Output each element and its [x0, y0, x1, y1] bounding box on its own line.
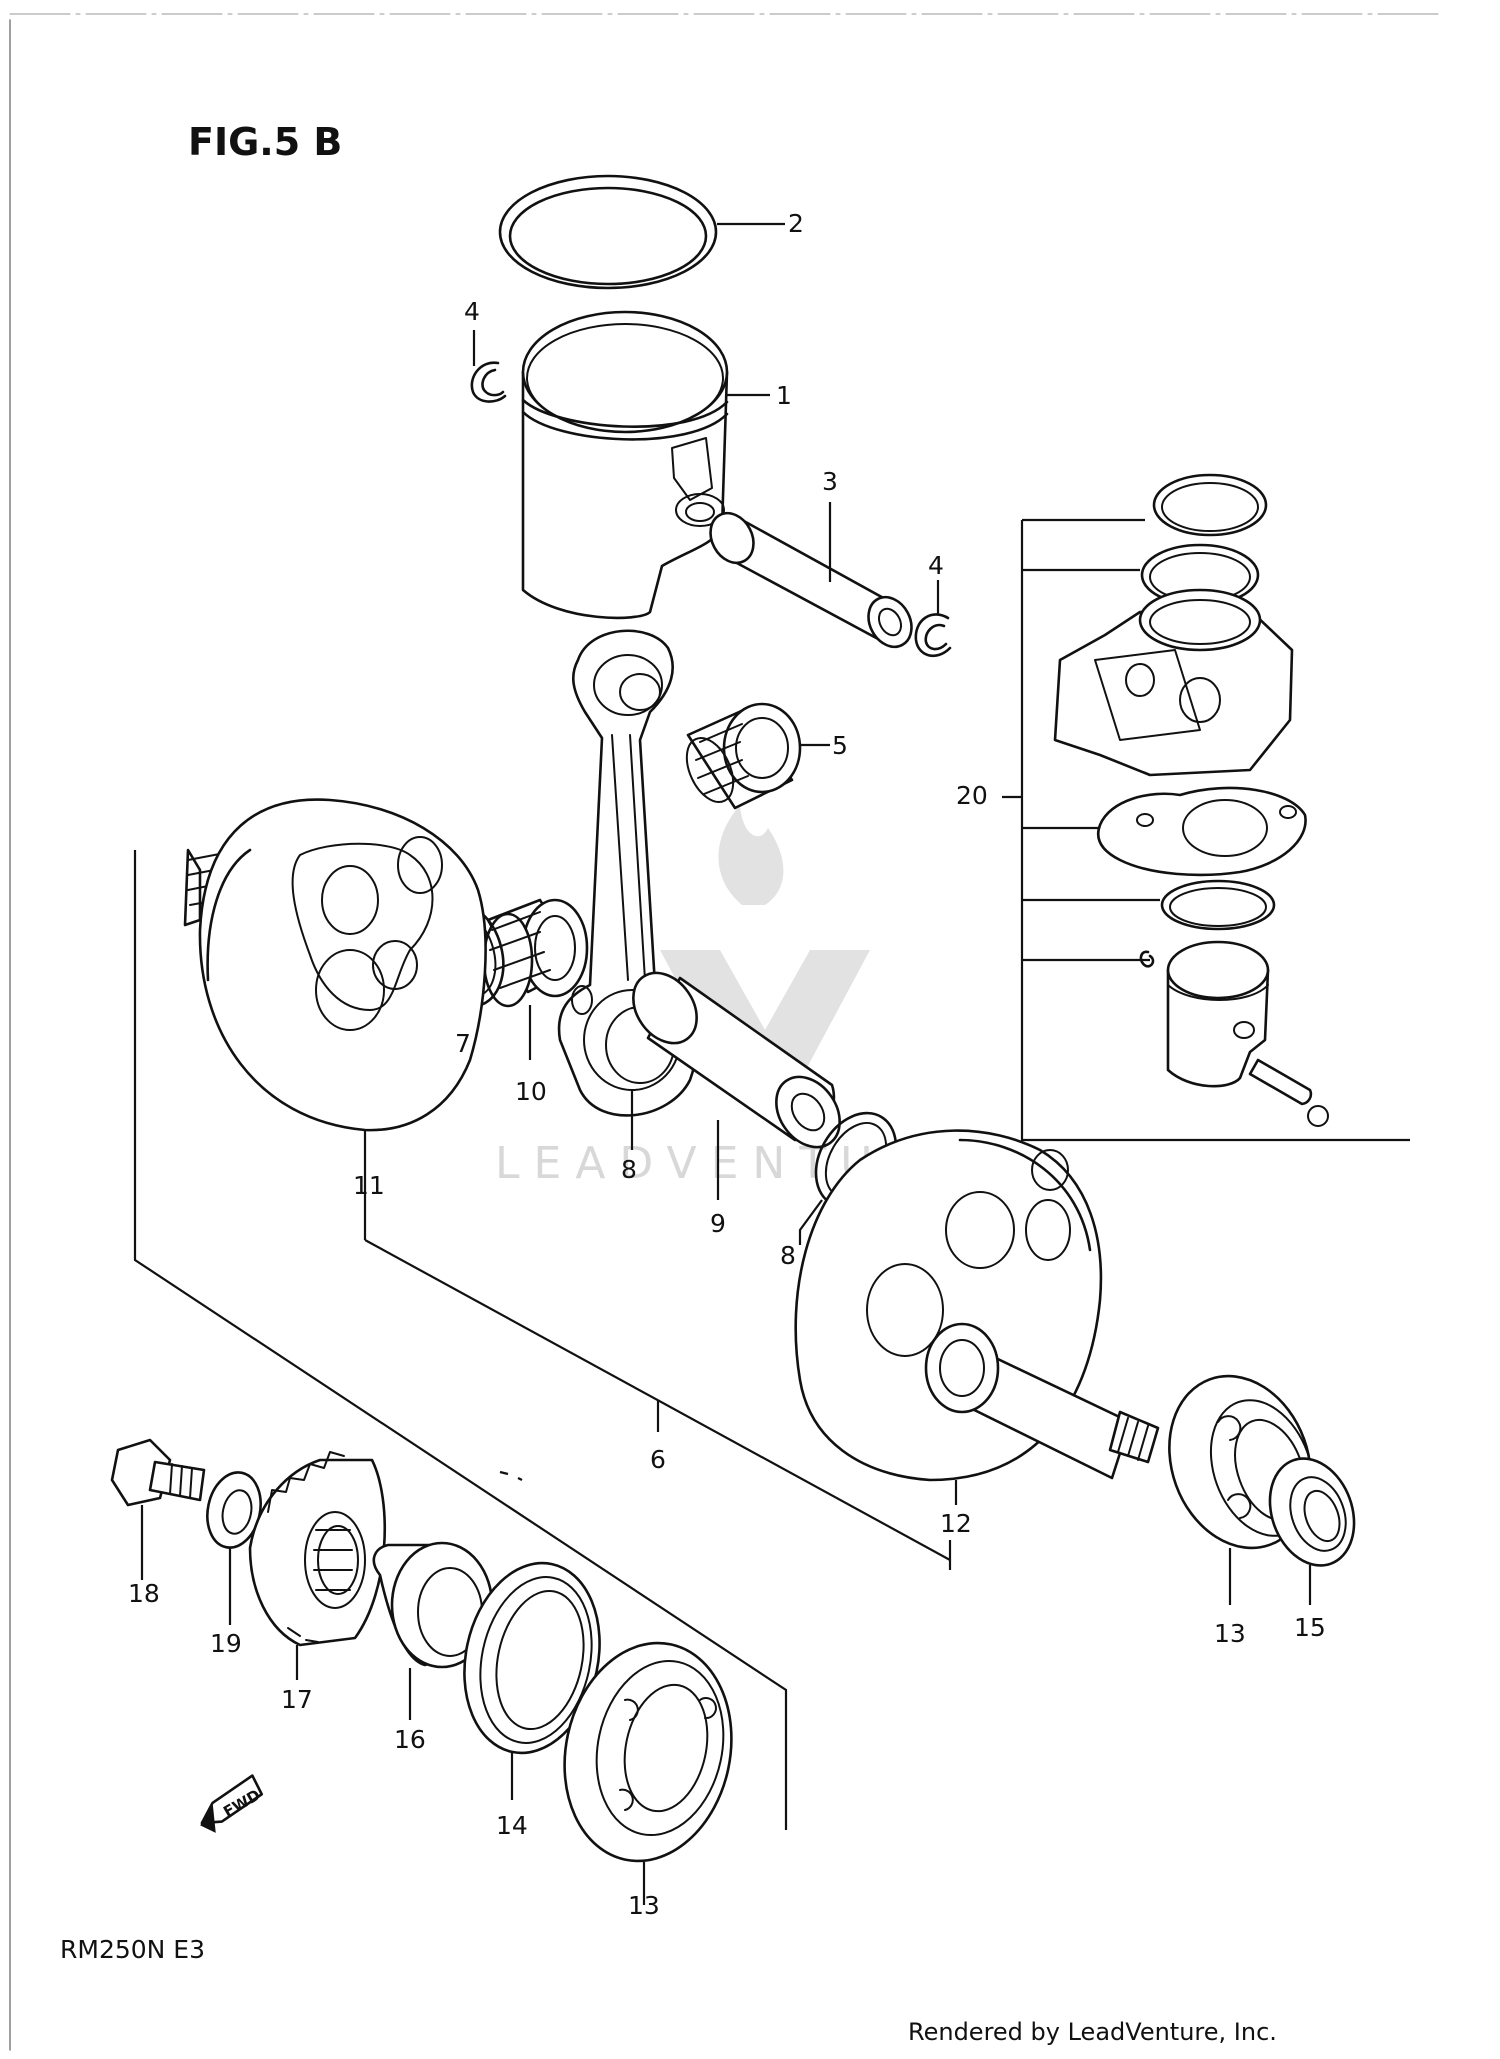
bracket-tick — [517, 1477, 523, 1481]
part-4-circlip-upper — [470, 330, 507, 403]
part-18-bolt — [110, 1438, 206, 1580]
callout-10: 10 — [515, 1077, 547, 1106]
callout-15: 15 — [1294, 1613, 1326, 1642]
callout-5: 5 — [832, 731, 848, 760]
callout-11: 11 — [353, 1171, 385, 1200]
callout-4: 4 — [464, 297, 480, 326]
callout-20: 20 — [956, 781, 988, 810]
part-17-drive-gear — [248, 1451, 387, 1680]
callout-8: 7 — [455, 1029, 471, 1058]
watermark: LEADVENTURE — [495, 805, 959, 1189]
part-20-top-end-kit — [1002, 473, 1410, 1142]
part-14-oil-seal — [463, 1561, 601, 1800]
part-10-needle-bearing-big — [482, 898, 589, 1060]
part-16-spacer — [372, 1541, 494, 1720]
credit-text: Rendered by LeadVenture, Inc. — [908, 2018, 1277, 2046]
callout-16: 16 — [394, 1725, 426, 1754]
part-13-bearing-lower — [563, 1641, 733, 1905]
part-6-crankshaft-assembly-bracket — [133, 850, 952, 1830]
part-15-oil-seal — [1268, 1457, 1356, 1605]
fwd-arrow-icon: FWD — [200, 1774, 263, 1833]
callout-14: 14 — [496, 1811, 528, 1840]
callout-8: 8 — [780, 1241, 796, 1270]
callout-18: 18 — [128, 1579, 160, 1608]
callout-1: 1 — [776, 381, 792, 410]
part-3-piston-pin — [709, 502, 913, 649]
part-12-crank-half-right — [794, 1129, 1160, 1505]
part-1-piston — [521, 310, 770, 620]
callout-7: 8 — [621, 1155, 637, 1184]
bracket-tick — [499, 1470, 509, 1476]
callout-4: 4 — [928, 551, 944, 580]
callout-19: 19 — [210, 1629, 242, 1658]
model-code: RM250N E3 — [60, 1935, 205, 1964]
callout-13: 13 — [1214, 1619, 1246, 1648]
callout-13: 13 — [628, 1891, 660, 1920]
callout-17: 17 — [281, 1685, 313, 1714]
callout-6: 6 — [650, 1445, 666, 1474]
part-2-piston-ring — [498, 174, 785, 290]
callout-12: 12 — [940, 1509, 972, 1538]
callout-9: 9 — [710, 1209, 726, 1238]
part-11-crank-half-left — [183, 798, 487, 1160]
part-9-crank-pin — [632, 971, 841, 1200]
figure-title: FIG.5 B — [188, 120, 342, 164]
part-5-needle-bearing-small — [685, 702, 830, 810]
part-4-circlip-lower — [914, 580, 952, 658]
callout-3: 3 — [822, 467, 838, 496]
callout-2: 2 — [788, 209, 804, 238]
part-7-connecting-rod — [557, 629, 698, 1150]
